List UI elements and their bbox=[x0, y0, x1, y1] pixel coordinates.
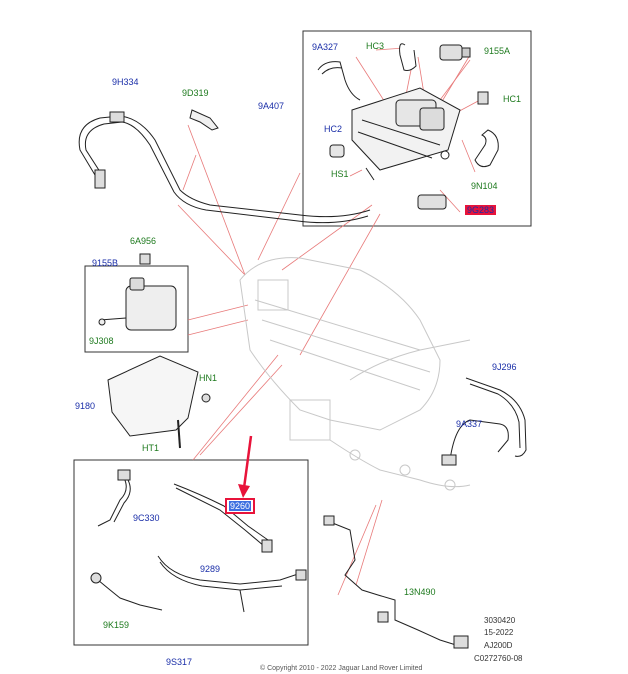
label-hn1[interactable]: HN1 bbox=[199, 373, 218, 383]
label-9260-highlighted[interactable]: 9260 bbox=[225, 498, 256, 514]
label-hc3[interactable]: HC3 bbox=[366, 41, 385, 51]
footer-code-1: 3030420 bbox=[484, 616, 516, 625]
heat-shield-shape bbox=[107, 355, 199, 437]
label-9n104[interactable]: 9N104 bbox=[471, 181, 498, 191]
screw-ht1 bbox=[177, 419, 181, 449]
detail-box-top-right bbox=[302, 30, 532, 227]
leader-lines bbox=[177, 47, 481, 596]
label-9289[interactable]: 9289 bbox=[200, 564, 221, 574]
label-13n490[interactable]: 13N490 bbox=[404, 587, 436, 597]
footer-code-2: 15-2022 bbox=[484, 628, 514, 637]
label-hc1[interactable]: HC1 bbox=[503, 94, 522, 104]
fuel-pump-assembly bbox=[317, 43, 499, 210]
label-9g283[interactable]: 9G283 bbox=[465, 205, 497, 215]
detail-box-fuel-filter bbox=[84, 265, 189, 353]
label-9a327[interactable]: 9A327 bbox=[312, 42, 339, 52]
label-9k159[interactable]: 9K159 bbox=[103, 620, 130, 630]
bracket-shape bbox=[189, 109, 219, 131]
label-9c330[interactable]: 9C330 bbox=[133, 513, 160, 523]
label-9j296[interactable]: 9J296 bbox=[492, 362, 517, 372]
label-hc2[interactable]: HC2 bbox=[324, 124, 343, 134]
fuel-filter-unit bbox=[98, 277, 177, 331]
cooling-hose-assembly bbox=[441, 377, 527, 466]
label-9a407[interactable]: 9A407 bbox=[258, 101, 285, 111]
footer-code-3: AJ200D bbox=[484, 641, 513, 650]
red-arrow bbox=[238, 435, 253, 498]
fuel-line-parts bbox=[90, 469, 307, 613]
label-9j308[interactable]: 9J308 bbox=[89, 336, 114, 346]
wiring-harness bbox=[323, 515, 469, 649]
footer-code-4: C0272760-08 bbox=[474, 654, 523, 663]
engine-outline bbox=[239, 257, 471, 491]
detail-box-fuel-lines bbox=[73, 459, 309, 646]
label-9260-text: 9260 bbox=[229, 501, 252, 511]
label-9s317[interactable]: 9S317 bbox=[166, 657, 193, 667]
label-9h334[interactable]: 9H334 bbox=[112, 77, 139, 87]
label-9d319[interactable]: 9D319 bbox=[182, 88, 209, 98]
nut-hn1 bbox=[201, 393, 211, 403]
label-9155b[interactable]: 9155B bbox=[92, 258, 119, 268]
label-6a956[interactable]: 6A956 bbox=[130, 236, 157, 246]
label-hs1[interactable]: HS1 bbox=[331, 169, 349, 179]
label-ht1[interactable]: HT1 bbox=[142, 443, 160, 453]
label-9155a[interactable]: 9155A bbox=[484, 46, 511, 56]
fuel-pipe-assembly bbox=[78, 111, 371, 224]
label-9a337[interactable]: 9A337 bbox=[456, 419, 483, 429]
label-9180[interactable]: 9180 bbox=[75, 401, 96, 411]
footer-copyright: © Copyright 2010 - 2022 Jaguar Land Rove… bbox=[260, 665, 423, 672]
filter-cap-shape bbox=[139, 253, 151, 265]
